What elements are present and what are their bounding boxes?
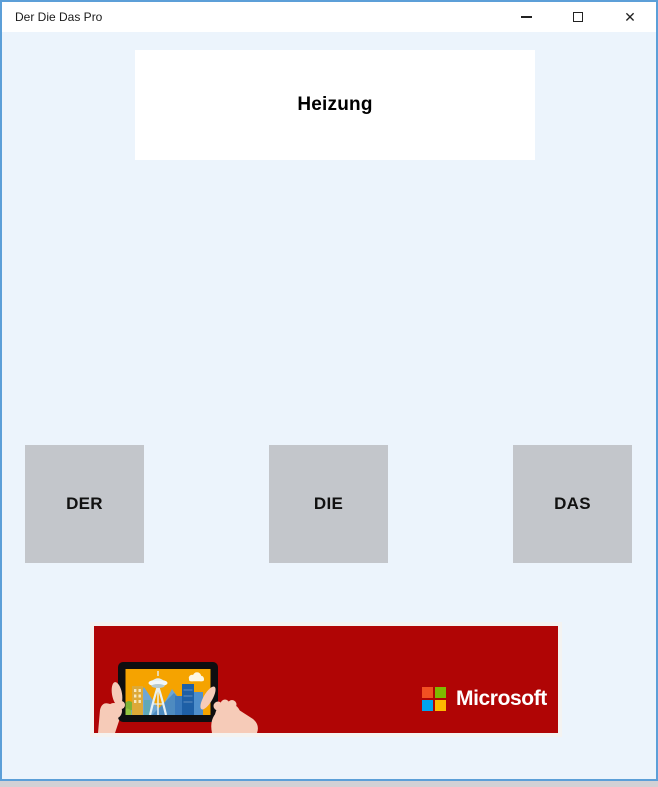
ms-square-blue: [422, 700, 433, 711]
microsoft-logo-icon: [422, 687, 446, 711]
answer-label-der: DER: [66, 494, 103, 513]
quiz-word: Heizung: [297, 94, 373, 115]
answer-button-die[interactable]: DIE: [269, 445, 388, 563]
answer-label-die: DIE: [313, 494, 344, 513]
microsoft-logo: Microsoft: [422, 687, 547, 711]
ms-square-yellow: [435, 700, 446, 711]
microsoft-logo-text: Microsoft: [456, 687, 547, 710]
answer-label-das: DAS: [554, 494, 591, 513]
word-card: Heizung: [135, 50, 535, 160]
desktop-strip: [0, 781, 658, 787]
ad-banner[interactable]: Microsoft: [90, 622, 562, 737]
minimize-button[interactable]: [500, 2, 552, 32]
minimize-icon: [520, 16, 532, 18]
window-title: Der Die Das Pro: [15, 10, 103, 24]
answer-button-das[interactable]: DAS: [513, 445, 632, 563]
close-icon: ✕: [624, 9, 636, 25]
ms-square-red: [422, 687, 433, 698]
close-button[interactable]: ✕: [604, 2, 656, 32]
answer-button-der[interactable]: DER: [25, 445, 144, 563]
window-controls: ✕: [500, 2, 656, 32]
tablet-city-illustration: [98, 662, 258, 733]
maximize-icon: [573, 12, 583, 22]
ad-banner-inner: Microsoft: [94, 626, 558, 733]
ms-square-green: [435, 687, 446, 698]
titlebar[interactable]: Der Die Das Pro ✕: [2, 2, 656, 32]
maximize-button[interactable]: [552, 2, 604, 32]
